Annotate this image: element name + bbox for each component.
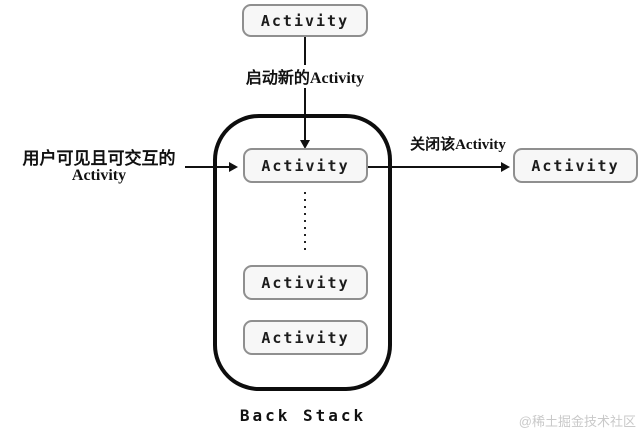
close-arrowhead-right-icon bbox=[501, 162, 510, 172]
launch-arrow-line-upper bbox=[304, 37, 306, 65]
close-arrow-line bbox=[368, 166, 502, 168]
left-arrowhead-right-icon bbox=[229, 162, 238, 172]
stack-activity-middle: Activity bbox=[243, 265, 368, 300]
back-stack-container bbox=[213, 114, 392, 391]
watermark: @稀土掘金技术社区 bbox=[518, 414, 636, 429]
visible-activity-caption-line2: Activity bbox=[71, 167, 127, 184]
launch-arrowhead-down-icon bbox=[300, 140, 310, 149]
back-stack-caption: Back Stack bbox=[239, 406, 367, 425]
left-arrow-line bbox=[185, 166, 231, 168]
stack-activity-top: Activity bbox=[243, 148, 368, 183]
stack-activity-bottom: Activity bbox=[243, 320, 368, 355]
stack-ellipsis-dots bbox=[304, 192, 306, 251]
closed-activity-node: Activity bbox=[513, 148, 638, 183]
launch-arrow-label: 启动新的Activity bbox=[245, 70, 365, 87]
new-activity-node: Activity bbox=[242, 4, 368, 37]
visible-activity-caption-line1: 用户可见且可交互的 bbox=[22, 149, 176, 168]
close-arrow-label: 关闭该Activity bbox=[410, 137, 506, 153]
